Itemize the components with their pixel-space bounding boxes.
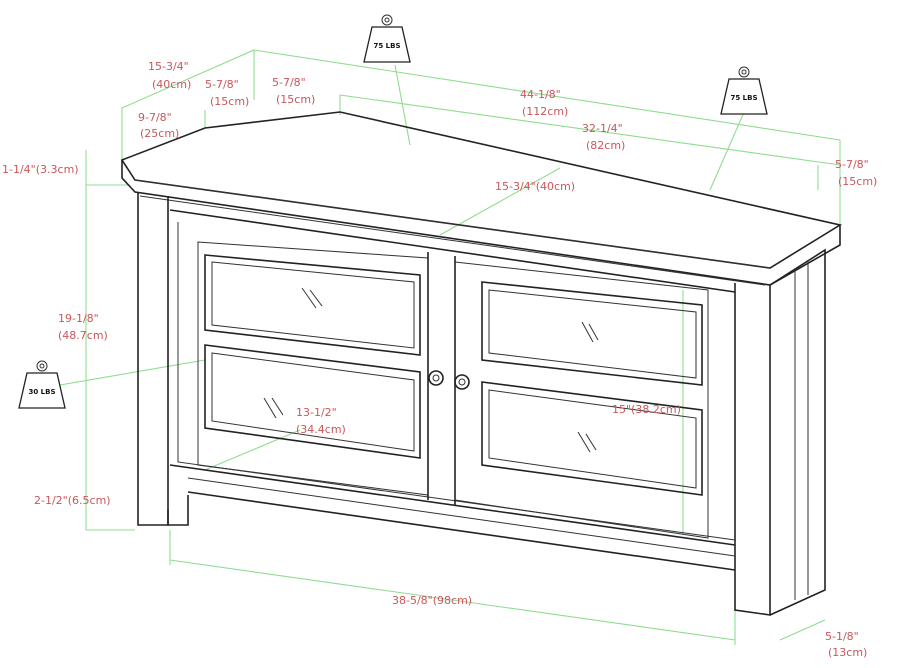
back-width-label-cm: (82cm) xyxy=(586,139,625,152)
weight-label: 30 LBS xyxy=(28,388,55,396)
right-door-knob xyxy=(454,374,470,390)
back-width-label: 32-1/4" xyxy=(582,122,623,135)
leg-depth-label: 5-1/8" xyxy=(825,630,859,643)
back-depth-label: 5-7/8" xyxy=(272,76,306,89)
height-label: 19-1/8" xyxy=(58,312,99,325)
tv-stand-drawing xyxy=(120,111,843,616)
right-depth-label: 5-7/8" xyxy=(835,158,869,171)
dimension-lines xyxy=(59,49,841,645)
side-width-label-cm: (25cm) xyxy=(140,127,179,140)
center-depth-label: 15-3/4"(40cm) xyxy=(495,180,575,193)
side-depth-label-cm: (40cm) xyxy=(152,78,191,91)
weight-icon-shelf: 30 LBS xyxy=(18,360,66,409)
door-width-label: 13-1/2" xyxy=(296,406,337,419)
total-width-label: 44-1/8" xyxy=(520,88,561,101)
door-width-label-cm: (34.4cm) xyxy=(296,423,346,436)
side-depth-label: 15-3/4" xyxy=(148,60,189,73)
total-width-label-cm: (112cm) xyxy=(522,105,568,118)
height-label-cm: (48.7cm) xyxy=(58,329,108,342)
top-thickness-label: 1-1/4"(3.3cm) xyxy=(2,163,79,176)
side-top-depth-label-cm: (15cm) xyxy=(210,95,249,108)
side-top-depth-label: 5-7/8" xyxy=(205,78,239,91)
leg-height-label: 2-1/2"(6.5cm) xyxy=(34,494,111,507)
weight-icon-top-right: 75 LBS xyxy=(720,66,768,115)
side-width-label: 9-7/8" xyxy=(138,111,172,124)
door-height-label: 15"(38.2cm) xyxy=(612,403,681,416)
leg-depth-label-cm: (13cm) xyxy=(828,646,867,659)
weight-label: 75 LBS xyxy=(730,94,757,102)
back-depth-label-cm: (15cm) xyxy=(276,93,315,106)
weight-label: 75 LBS xyxy=(373,42,400,50)
left-door-knob xyxy=(428,370,444,386)
right-depth-label-cm: (15cm) xyxy=(838,175,877,188)
front-width-label: 38-5/8"(98cm) xyxy=(392,594,472,607)
weight-icon-top-left: 75 LBS xyxy=(363,14,411,63)
dimension-labels: 15-3/4" (40cm) 5-7/8" (15cm) 5-7/8" (15c… xyxy=(2,60,877,659)
